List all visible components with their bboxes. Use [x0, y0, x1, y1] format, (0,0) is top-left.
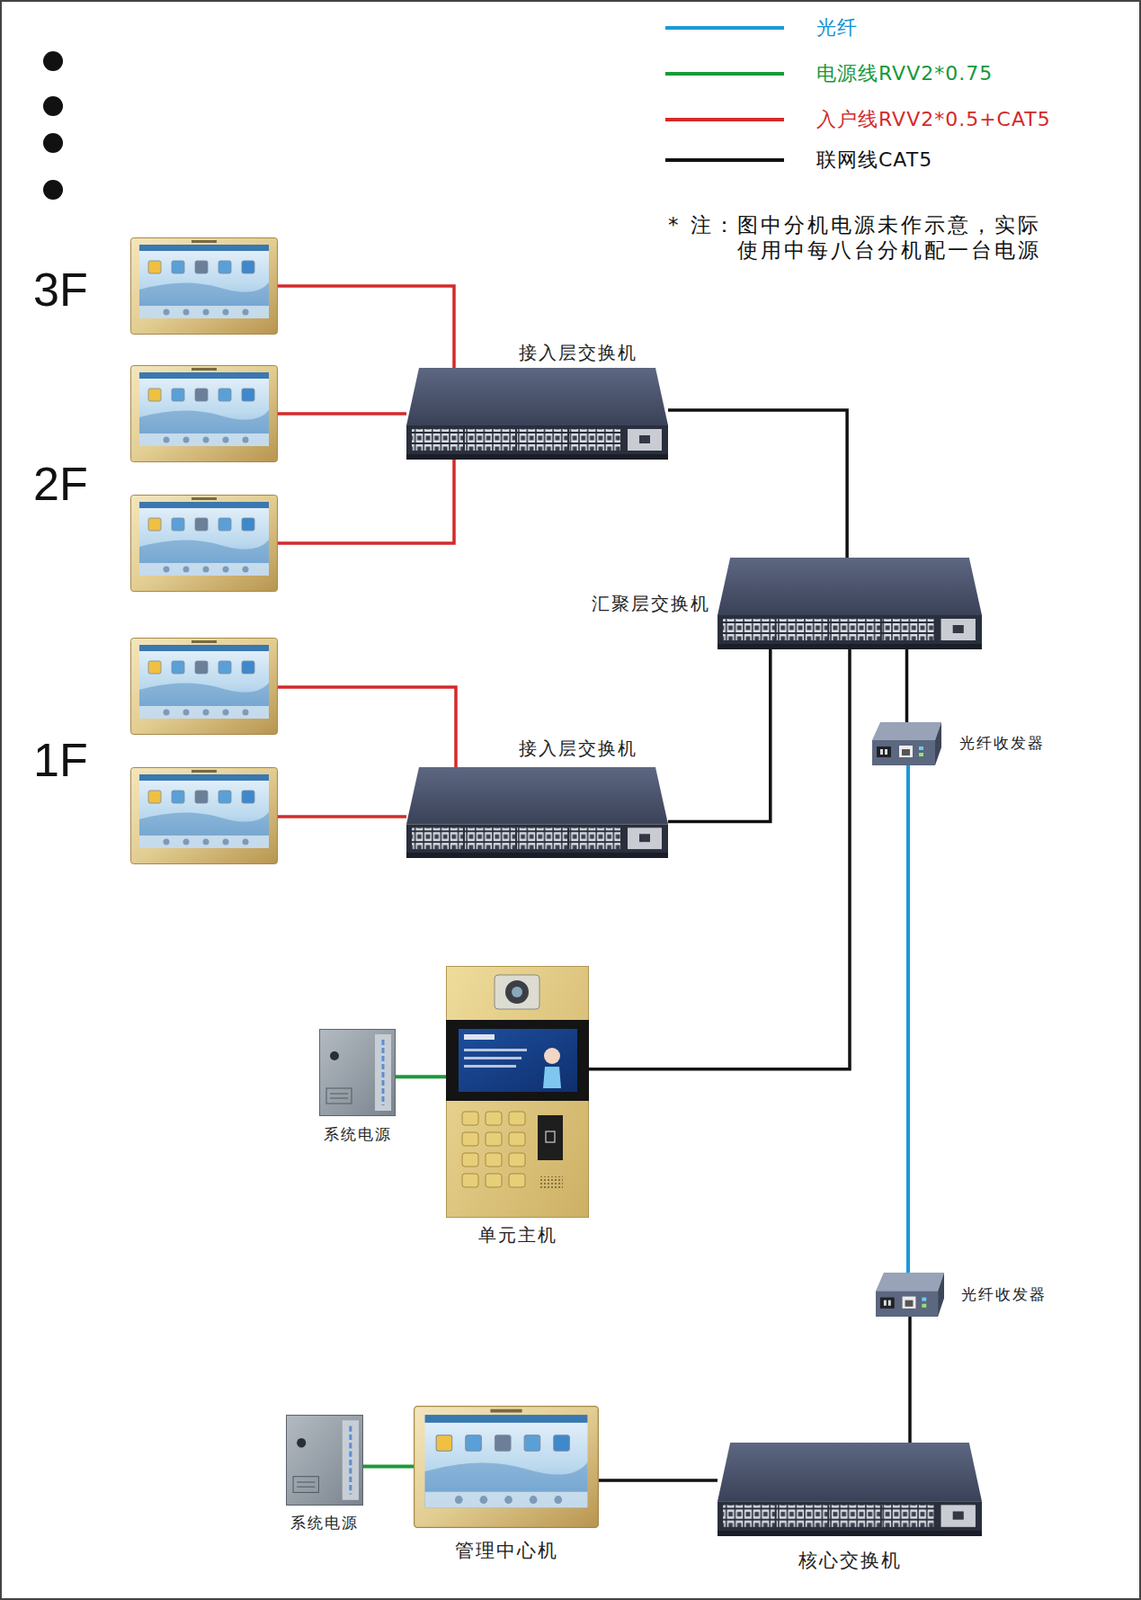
connector	[668, 410, 847, 558]
connector	[906, 765, 910, 1273]
power-supply: 系统电源	[285, 1414, 364, 1533]
connector	[668, 649, 771, 822]
node-label: 汇聚层交换机	[591, 592, 711, 616]
aggregation-switch: 汇聚层交换机	[591, 557, 982, 650]
node-label: 系统电源	[290, 1513, 359, 1533]
management-station: 管理中心机	[413, 1405, 599, 1562]
core-switch-icon	[717, 1442, 982, 1536]
node-label: 光纤收发器	[959, 733, 1045, 753]
media-converter: 光纤收发器	[875, 1272, 1047, 1317]
legend-text: 电源线RVV2*0.75	[816, 62, 993, 86]
access-switch: 接入层交换机	[406, 341, 669, 460]
node-label: 单元主机	[478, 1223, 558, 1247]
power-supply-icon	[319, 1028, 396, 1116]
node-label: 系统电源	[323, 1124, 393, 1144]
power-supply: 系统电源	[319, 1028, 396, 1144]
connector	[908, 1316, 912, 1443]
media-converter-icon	[875, 1272, 945, 1317]
connector	[363, 1464, 414, 1469]
power-supply-icon	[285, 1414, 364, 1506]
node-label: 接入层交换机	[518, 341, 638, 365]
legend-text: 联网线CAT5	[816, 148, 933, 172]
management-station-icon	[413, 1405, 599, 1528]
door-station-icon	[445, 965, 589, 1218]
note-text: * 注：图中分机电源未作示意，实际 使用中每八台分机配一台电源	[668, 212, 1064, 263]
access-switch-icon	[406, 367, 669, 460]
floor-label: 2F	[33, 458, 89, 510]
connector	[905, 649, 910, 723]
node-label: 接入层交换机	[518, 737, 638, 760]
legend-text: 光纤	[816, 16, 858, 40]
connector	[588, 649, 850, 1070]
door-station: 单元主机	[445, 965, 589, 1247]
aggregation-switch-icon	[717, 557, 982, 650]
floor-label: 3F	[33, 264, 89, 316]
access-switch-icon	[406, 766, 669, 858]
node-label: 光纤收发器	[961, 1284, 1047, 1304]
core-switch: 核心交换机	[717, 1442, 982, 1572]
node-label: 核心交换机	[798, 1548, 902, 1572]
node-label: 管理中心机	[454, 1538, 559, 1562]
connector	[598, 1478, 718, 1482]
connector	[395, 1074, 446, 1079]
media-converter-icon	[872, 722, 942, 766]
access-switch: 接入层交换机	[406, 737, 669, 858]
floor-label: 1F	[33, 734, 89, 786]
legend-text: 入户线RVV2*0.5+CAT5	[816, 107, 1052, 132]
media-converter: 光纤收发器	[872, 722, 1045, 766]
